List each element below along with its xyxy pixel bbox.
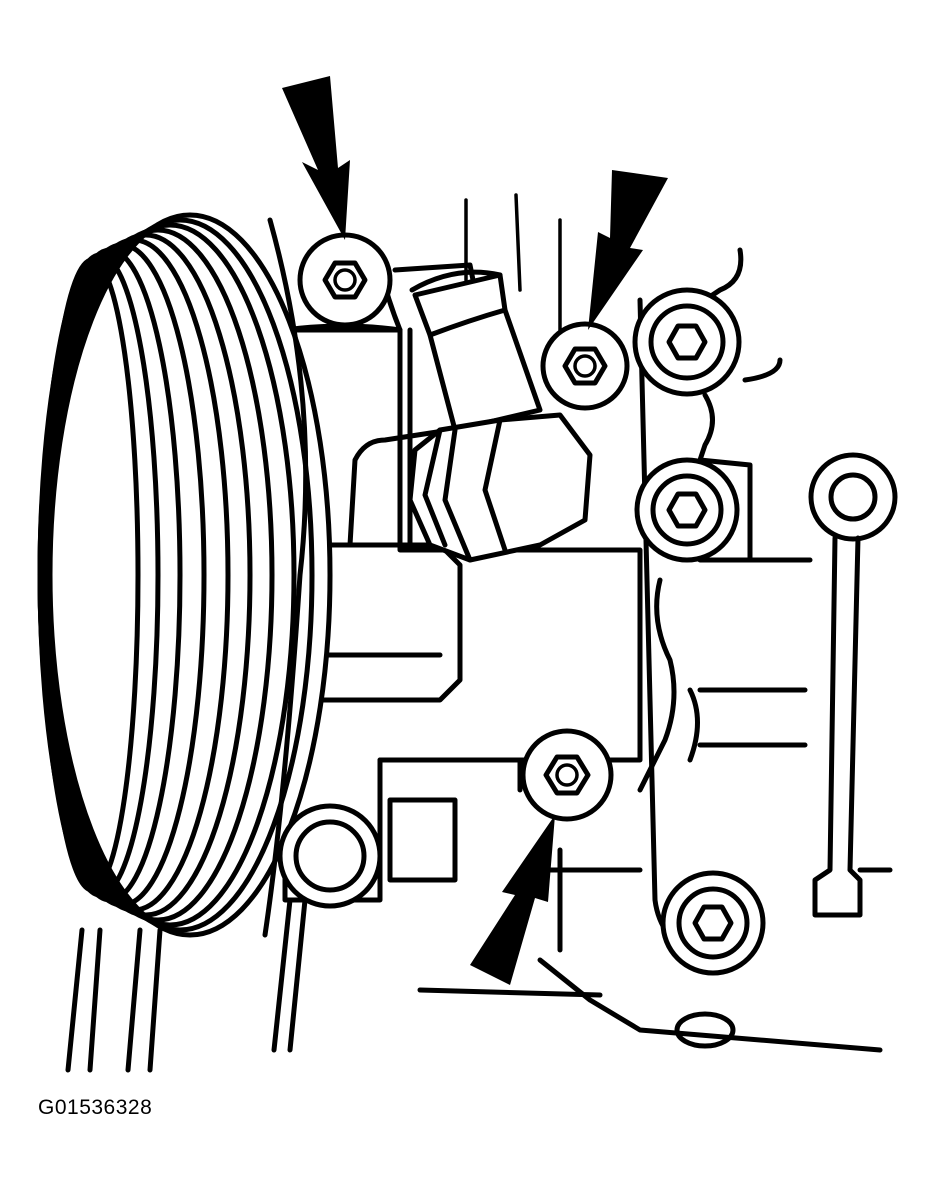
figure-id-label: G01536328 [38,1096,153,1119]
bolts [277,232,766,976]
bolt-bracket-upper [632,287,742,397]
arrow-top-center [588,170,668,330]
drive-belt-lines [65,897,308,1073]
bolt-top-left [297,232,393,328]
bolt-lower-center [520,728,614,822]
bolt-top-center [540,321,630,411]
bolt-bracket-lower [660,870,766,976]
pulley [37,212,333,938]
arrow-top-left [282,76,350,240]
indicator-arrows [282,76,668,985]
bolt-lower-left [277,803,383,909]
arrow-bottom [470,815,555,985]
hose-fitting [407,269,593,563]
bolt-bracket-middle [634,457,740,563]
link-rod [808,452,898,918]
